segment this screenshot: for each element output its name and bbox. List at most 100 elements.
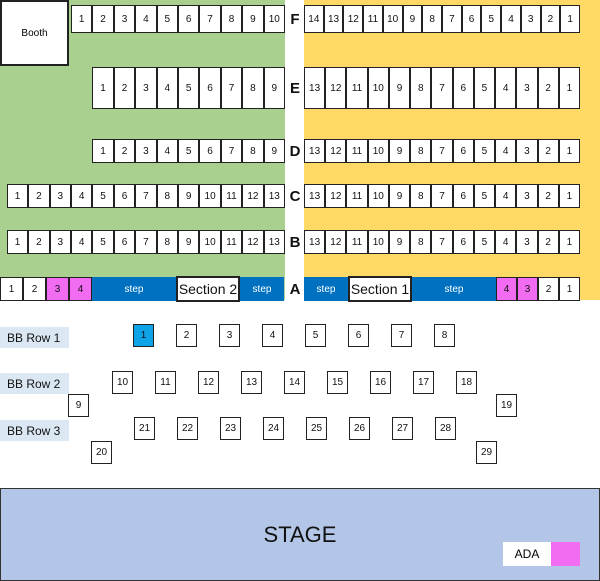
seat-e-right-7[interactable]: 7 xyxy=(431,67,453,109)
bb-seat-16[interactable]: 16 xyxy=(370,371,391,394)
seat-b-left-13[interactable]: 13 xyxy=(263,230,285,254)
seat-f-right-12[interactable]: 12 xyxy=(343,5,364,33)
bb-seat-1[interactable]: 1 xyxy=(133,324,154,347)
seat-d-right-1[interactable]: 1 xyxy=(558,139,580,163)
seat-f-right-8[interactable]: 8 xyxy=(422,5,442,33)
seat-b-left-5[interactable]: 5 xyxy=(92,230,114,254)
seat-e-right-6[interactable]: 6 xyxy=(452,67,474,109)
seat-f-right-5[interactable]: 5 xyxy=(481,5,502,33)
seat-b-right-10[interactable]: 10 xyxy=(367,230,389,254)
seat-c-right-11[interactable]: 11 xyxy=(346,184,368,208)
seat-c-left-2[interactable]: 2 xyxy=(28,184,50,208)
seat-a-right-4[interactable]: 4 xyxy=(496,277,517,301)
seat-c-right-13[interactable]: 13 xyxy=(304,184,326,208)
seat-a-right-3[interactable]: 3 xyxy=(517,277,538,301)
seat-f-right-4[interactable]: 4 xyxy=(501,5,521,33)
seat-c-left-5[interactable]: 5 xyxy=(92,184,114,208)
bb-seat-19[interactable]: 19 xyxy=(496,394,517,417)
bb-seat-20[interactable]: 20 xyxy=(91,441,112,464)
seat-f-right-14[interactable]: 14 xyxy=(304,5,324,33)
seat-f-right-1[interactable]: 1 xyxy=(560,5,580,33)
seat-d-right-3[interactable]: 3 xyxy=(516,139,538,163)
seat-d-right-2[interactable]: 2 xyxy=(537,139,559,163)
bb-seat-25[interactable]: 25 xyxy=(306,417,327,440)
seat-b-right-11[interactable]: 11 xyxy=(346,230,368,254)
seat-f-right-13[interactable]: 13 xyxy=(323,5,344,33)
seat-c-right-4[interactable]: 4 xyxy=(495,184,517,208)
bb-seat-18[interactable]: 18 xyxy=(456,371,477,394)
bb-seat-15[interactable]: 15 xyxy=(327,371,348,394)
seat-e-right-5[interactable]: 5 xyxy=(473,67,496,109)
seat-c-left-8[interactable]: 8 xyxy=(156,184,178,208)
seat-b-right-4[interactable]: 4 xyxy=(495,230,517,254)
bb-seat-11[interactable]: 11 xyxy=(155,371,176,394)
seat-e-left-8[interactable]: 8 xyxy=(242,67,264,109)
seat-f-right-7[interactable]: 7 xyxy=(442,5,462,33)
seat-f-right-11[interactable]: 11 xyxy=(363,5,383,33)
seat-c-left-3[interactable]: 3 xyxy=(49,184,71,208)
bb-seat-3[interactable]: 3 xyxy=(219,324,240,347)
seat-c-left-10[interactable]: 10 xyxy=(199,184,221,208)
seat-b-right-9[interactable]: 9 xyxy=(388,230,411,254)
seat-d-right-10[interactable]: 10 xyxy=(367,139,389,163)
bb-seat-21[interactable]: 21 xyxy=(134,417,155,440)
bb-seat-7[interactable]: 7 xyxy=(391,324,412,347)
seat-b-right-2[interactable]: 2 xyxy=(537,230,559,254)
seat-f-left-5[interactable]: 5 xyxy=(156,5,178,33)
seat-e-left-3[interactable]: 3 xyxy=(135,67,157,109)
seat-f-left-7[interactable]: 7 xyxy=(199,5,221,33)
seat-f-left-6[interactable]: 6 xyxy=(178,5,200,33)
seat-e-left-9[interactable]: 9 xyxy=(263,67,285,109)
bb-seat-12[interactable]: 12 xyxy=(198,371,219,394)
seat-e-left-5[interactable]: 5 xyxy=(178,67,200,109)
seat-a-left-3[interactable]: 3 xyxy=(46,277,69,301)
bb-seat-10[interactable]: 10 xyxy=(112,371,133,394)
seat-d-left-9[interactable]: 9 xyxy=(263,139,285,163)
bb-seat-13[interactable]: 13 xyxy=(241,371,262,394)
bb-seat-17[interactable]: 17 xyxy=(413,371,434,394)
seat-f-right-6[interactable]: 6 xyxy=(461,5,482,33)
seat-e-right-10[interactable]: 10 xyxy=(367,67,389,109)
seat-b-right-13[interactable]: 13 xyxy=(304,230,326,254)
seat-d-left-1[interactable]: 1 xyxy=(92,139,114,163)
seat-d-right-12[interactable]: 12 xyxy=(325,139,347,163)
seat-c-right-8[interactable]: 8 xyxy=(410,184,432,208)
seat-e-right-12[interactable]: 12 xyxy=(325,67,347,109)
seat-d-right-4[interactable]: 4 xyxy=(495,139,517,163)
seat-d-left-2[interactable]: 2 xyxy=(113,139,136,163)
seat-c-right-10[interactable]: 10 xyxy=(367,184,389,208)
seat-e-right-2[interactable]: 2 xyxy=(537,67,559,109)
seat-c-left-11[interactable]: 11 xyxy=(220,184,243,208)
seat-c-left-7[interactable]: 7 xyxy=(135,184,157,208)
seat-b-left-10[interactable]: 10 xyxy=(199,230,221,254)
seat-b-left-9[interactable]: 9 xyxy=(178,230,200,254)
seat-b-right-1[interactable]: 1 xyxy=(558,230,580,254)
bb-seat-22[interactable]: 22 xyxy=(177,417,198,440)
bb-seat-4[interactable]: 4 xyxy=(262,324,283,347)
seat-b-left-12[interactable]: 12 xyxy=(242,230,264,254)
seat-b-right-5[interactable]: 5 xyxy=(473,230,496,254)
seat-d-right-8[interactable]: 8 xyxy=(410,139,432,163)
seat-d-left-5[interactable]: 5 xyxy=(178,139,200,163)
seat-d-left-4[interactable]: 4 xyxy=(156,139,178,163)
seat-d-right-7[interactable]: 7 xyxy=(431,139,453,163)
seat-f-left-8[interactable]: 8 xyxy=(220,5,243,33)
seat-f-left-1[interactable]: 1 xyxy=(71,5,93,33)
bb-seat-5[interactable]: 5 xyxy=(305,324,326,347)
bb-seat-14[interactable]: 14 xyxy=(284,371,305,394)
seat-c-right-7[interactable]: 7 xyxy=(431,184,453,208)
seat-b-left-2[interactable]: 2 xyxy=(28,230,50,254)
seat-b-right-3[interactable]: 3 xyxy=(516,230,538,254)
bb-seat-2[interactable]: 2 xyxy=(176,324,197,347)
seat-c-right-5[interactable]: 5 xyxy=(473,184,496,208)
seat-c-right-12[interactable]: 12 xyxy=(325,184,347,208)
bb-seat-9[interactable]: 9 xyxy=(68,394,89,417)
seat-d-left-8[interactable]: 8 xyxy=(242,139,264,163)
seat-e-left-7[interactable]: 7 xyxy=(220,67,243,109)
seat-e-left-2[interactable]: 2 xyxy=(113,67,136,109)
bb-seat-8[interactable]: 8 xyxy=(434,324,455,347)
seat-c-left-12[interactable]: 12 xyxy=(242,184,264,208)
seat-e-right-4[interactable]: 4 xyxy=(495,67,517,109)
seat-a-right-2[interactable]: 2 xyxy=(538,277,559,301)
seat-a-left-2[interactable]: 2 xyxy=(23,277,46,301)
